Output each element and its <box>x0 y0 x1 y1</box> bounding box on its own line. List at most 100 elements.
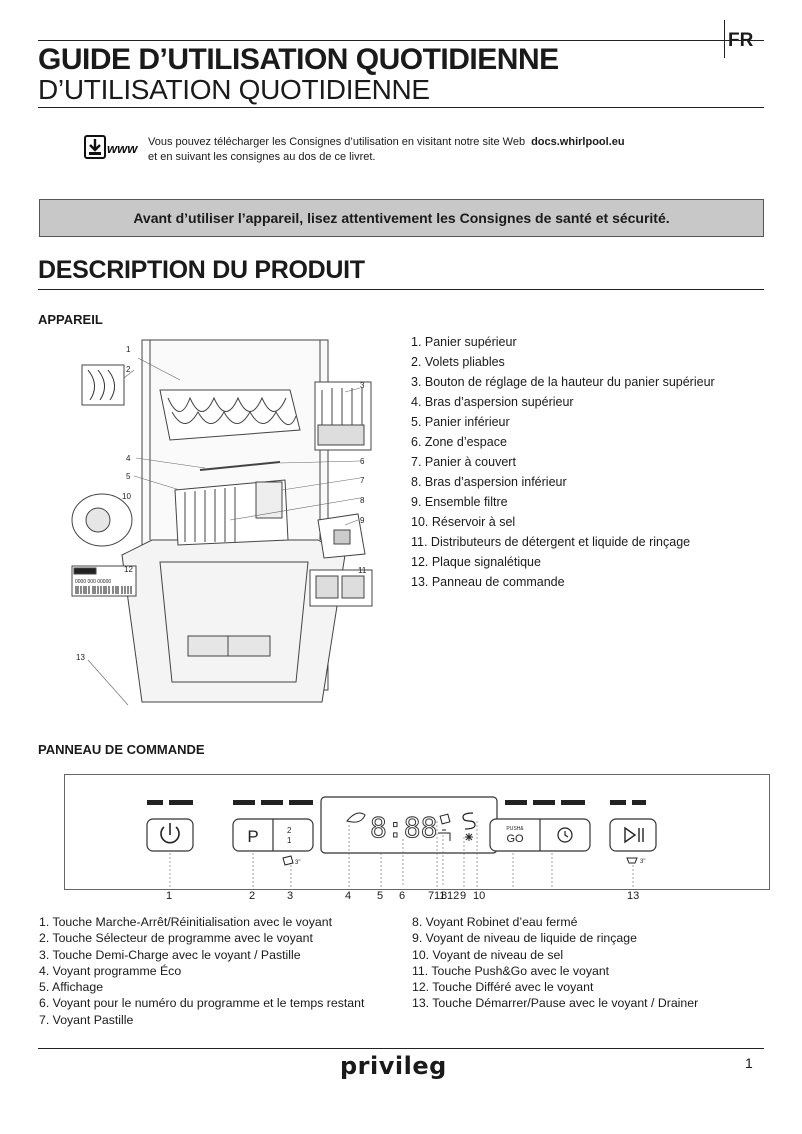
list-item: 10. Voyant de niveau de sel <box>412 947 564 962</box>
pushgo-top-label: PUSH& <box>506 826 524 832</box>
panel-num-2: 2 <box>249 890 256 902</box>
list-item: 13. Touche Démarrer/Pause avec le voyant… <box>412 996 699 1011</box>
diagram-num-13: 13 <box>76 653 85 662</box>
program-p-label: P <box>247 827 258 846</box>
diagram-num-3: 3 <box>360 381 365 390</box>
list-item: 11. Distributeurs de détergent et liquid… <box>411 535 691 549</box>
list-item: 5. Panier inférieur <box>411 415 510 429</box>
water-tap-icon <box>438 829 451 841</box>
diagram-num-12: 12 <box>124 565 133 574</box>
list-item: 4. Voyant programme Éco <box>39 963 182 978</box>
panel-num-12: 12 <box>447 890 460 902</box>
list-item: 10. Réservoir à sel <box>411 515 516 529</box>
diagram-num-2: 2 <box>126 365 131 374</box>
list-item: 3. Bouton de réglage de la hauteur du pa… <box>411 375 715 389</box>
safety-warning-text: Avant d’utiliser l’appareil, lisez atten… <box>133 210 670 226</box>
diagram-num-1: 1 <box>126 345 131 354</box>
panel-num-13: 13 <box>627 890 640 902</box>
list-item: 6. Zone d’espace <box>411 435 507 449</box>
pushgo-led <box>505 800 585 805</box>
control-legend-left: 1. Touche Marche-Arrêt/Réinitialisation … <box>39 914 364 1028</box>
appareil-heading: APPAREIL <box>38 312 103 327</box>
diagram-num-4: 4 <box>126 454 131 463</box>
list-item: 2. Volets pliables <box>411 355 505 369</box>
download-text: Vous pouvez télécharger les Consignes d’… <box>148 136 625 148</box>
list-item: 1. Touche Marche-Arrêt/Réinitialisation … <box>39 915 332 929</box>
drain-sub-label: 3" <box>640 859 645 865</box>
diagram-num-8: 8 <box>360 496 365 505</box>
diagram-num-11: 11 <box>358 566 367 575</box>
parts-list: 1. Panier supérieur 2. Volets pliables 3… <box>411 332 715 592</box>
panel-num-8: 8 <box>441 890 448 902</box>
top-rule <box>38 40 764 41</box>
tablet-indicator-icon <box>439 813 451 825</box>
list-item: 4. Bras d’aspersion supérieur <box>411 395 574 409</box>
section-title: DESCRIPTION DU PRODUIT <box>38 256 365 284</box>
list-item: 8. Voyant Robinet d’eau fermé <box>412 915 578 929</box>
list-item: 2. Touche Sélecteur de programme avec le… <box>39 931 313 946</box>
list-item: 12. Touche Différé avec le voyant <box>412 980 594 995</box>
panel-num-4: 4 <box>345 890 352 902</box>
safety-warning-box: Avant d’utiliser l’appareil, lisez atten… <box>39 199 764 237</box>
download-icon: www <box>84 135 146 166</box>
plate-serial: 0000 000 00000 <box>75 579 111 585</box>
diagram-num-10: 10 <box>122 492 131 501</box>
diagram-num-6: 6 <box>360 457 365 466</box>
list-item: 6. Voyant pour le numéro du programme et… <box>39 996 365 1011</box>
section-rule <box>38 289 764 290</box>
eco-leaf-icon <box>346 812 366 823</box>
panel-num-11: 11 <box>434 890 446 902</box>
page-subtitle: D’UTILISATION QUOTIDIENNE <box>38 74 430 105</box>
list-item: 9. Ensemble filtre <box>411 495 508 509</box>
language-code: FR <box>728 30 754 51</box>
tablet-icon <box>282 855 294 866</box>
panel-num-3: 3 <box>287 890 294 902</box>
list-item: 11. Touche Push&Go avec le voyant <box>412 963 610 978</box>
list-item: 13. Panneau de commande <box>411 575 565 589</box>
start-pause-button[interactable] <box>609 818 657 852</box>
page-title: GUIDE D’UTILISATION QUOTIDIENNE <box>38 43 559 76</box>
list-item: 7. Panier à couvert <box>411 455 516 469</box>
pushgo-bottom-label: GO <box>506 833 524 845</box>
control-panel-diagram: P 2 1 3" 8:88 PUSH& GO 3" <box>64 774 770 890</box>
panel-num-6: 6 <box>399 890 406 902</box>
panel-num-7: 7 <box>428 890 435 902</box>
diagram-num-7: 7 <box>360 476 365 485</box>
list-item: 5. Affichage <box>39 980 104 995</box>
title-rule <box>38 107 764 108</box>
download-text-line1: Vous pouvez télécharger les Consignes d’… <box>148 136 526 148</box>
control-legend-right: 8. Voyant Robinet d’eau fermé 9. Voyant … <box>412 914 698 1012</box>
power-led <box>147 800 193 805</box>
power-icon <box>160 823 180 844</box>
list-item: 1. Panier supérieur <box>411 335 517 349</box>
drain-icon <box>626 857 638 864</box>
diagram-num-5: 5 <box>126 472 131 481</box>
program-led <box>233 800 313 805</box>
half-load-top: 2 <box>287 826 292 835</box>
lang-divider <box>724 20 725 58</box>
download-url[interactable]: docs.whirlpool.eu <box>531 136 625 148</box>
list-item: 7. Voyant Pastille <box>39 1012 134 1027</box>
rinse-aid-icon <box>465 833 473 841</box>
control-panel-heading: PANNEAU DE COMMANDE <box>38 742 205 757</box>
list-item: 12. Plaque signalétique <box>411 555 541 569</box>
list-item: 3. Touche Demi-Charge avec le voyant / P… <box>39 947 301 962</box>
panel-num-10: 10 <box>473 890 486 902</box>
panel-num-5: 5 <box>377 890 384 902</box>
half-load-bottom: 1 <box>287 836 292 845</box>
dishwasher-diagram: 1 2 3 4 5 6 7 8 9 10 11 12 13 0000 000 0… <box>60 330 390 730</box>
www-label: www <box>107 141 138 156</box>
panel-num-1: 1 <box>166 890 173 902</box>
panel-num-9: 9 <box>460 890 467 902</box>
play-pause-icon <box>624 826 644 844</box>
diagram-num-9: 9 <box>360 516 365 525</box>
page-number: 1 <box>745 1055 753 1071</box>
tablet-sub-label: 3" <box>295 860 300 866</box>
list-item: 8. Bras d’aspersion inférieur <box>411 475 567 489</box>
footer-rule <box>38 1048 764 1049</box>
clock-icon <box>557 827 573 843</box>
list-item: 9. Voyant de niveau de liquide de rinçag… <box>412 931 637 946</box>
salt-icon <box>462 812 476 830</box>
brand-logo: privileg <box>340 1052 447 1080</box>
display-digits: 8:88 <box>370 811 437 844</box>
